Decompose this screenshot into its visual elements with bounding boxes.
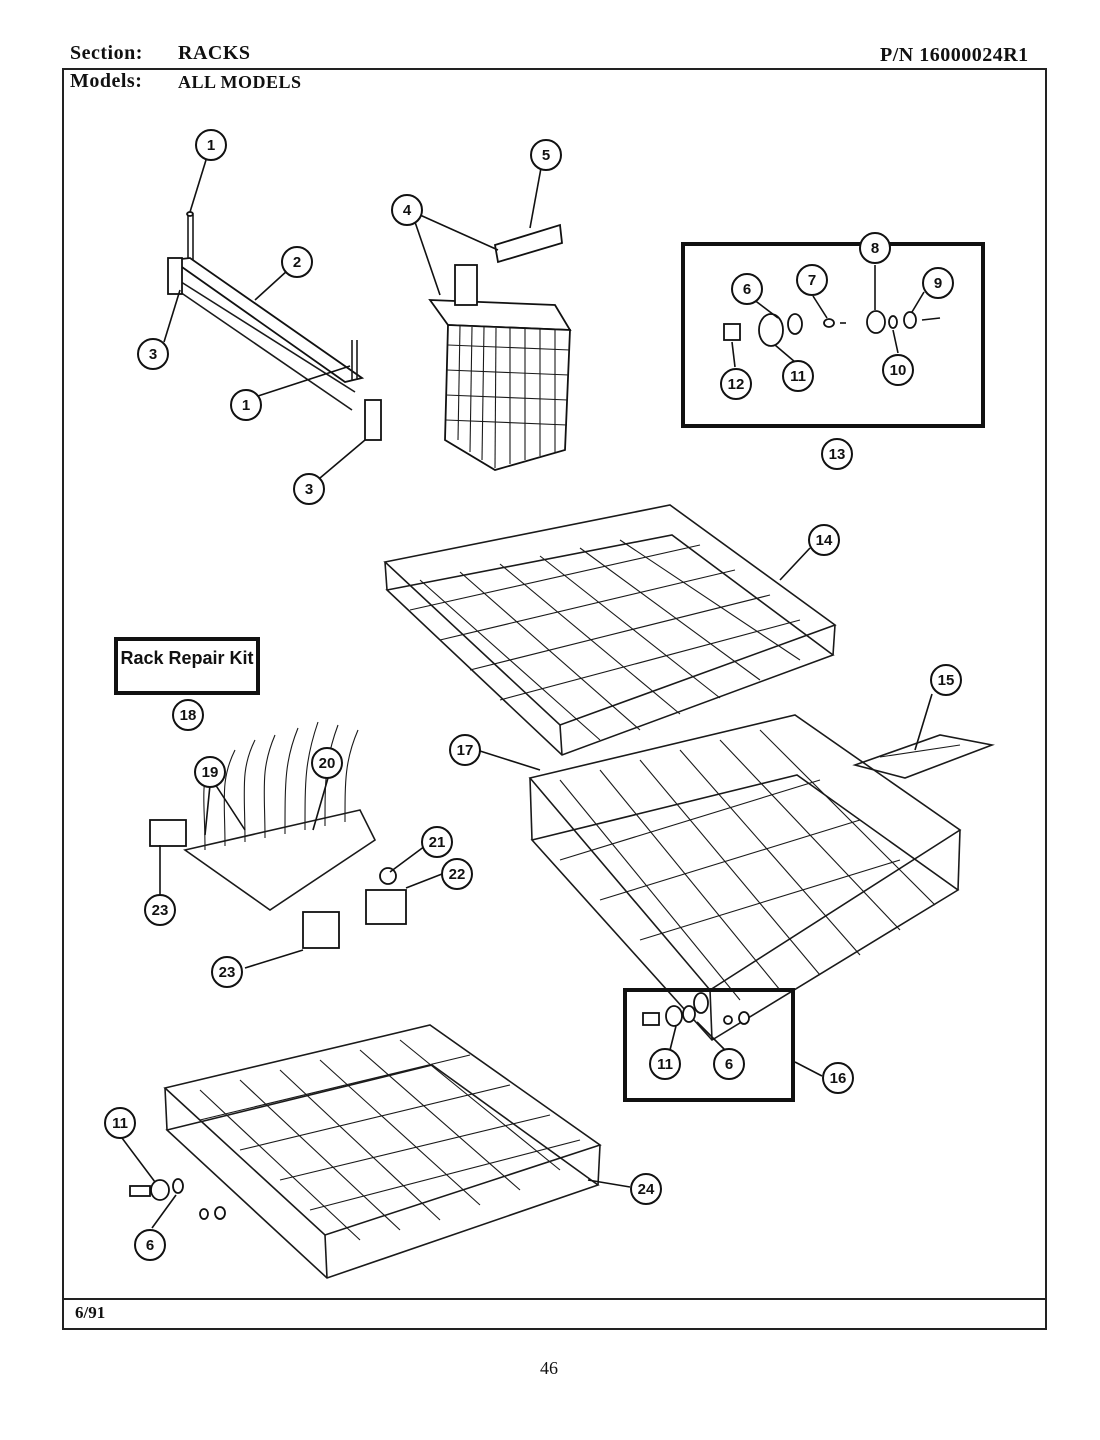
callout-number: 3	[305, 481, 313, 498]
callout-number: 6	[743, 281, 751, 298]
part-number: P/N 16000024R1	[880, 44, 1029, 66]
callout-number: 7	[808, 272, 816, 289]
callout-15: 15	[930, 664, 962, 696]
wheel-assembly-kit	[681, 242, 985, 428]
callout-number: 11	[657, 1056, 673, 1073]
callout-23: 23	[211, 956, 243, 988]
callout-number: 8	[871, 240, 879, 257]
callout-number: 3	[149, 346, 157, 363]
callout-6: 6	[731, 273, 763, 305]
callout-number: 1	[207, 137, 215, 154]
callout-number: 17	[457, 742, 474, 759]
callout-12: 12	[720, 368, 752, 400]
callout-2: 2	[281, 246, 313, 278]
callout-number: 14	[816, 532, 833, 549]
callout-13: 13	[821, 438, 853, 470]
callout-number: 10	[890, 362, 907, 379]
callout-16: 16	[822, 1062, 854, 1094]
callout-1: 1	[195, 129, 227, 161]
callout-7: 7	[796, 264, 828, 296]
callout-number: 6	[725, 1056, 733, 1073]
callout-22: 22	[441, 858, 473, 890]
callout-11: 11	[782, 360, 814, 392]
callout-14: 14	[808, 524, 840, 556]
callout-8: 8	[859, 232, 891, 264]
callout-3: 3	[137, 338, 169, 370]
callout-5: 5	[530, 139, 562, 171]
callout-number: 23	[152, 902, 169, 919]
rack-rail-assembly	[167, 211, 382, 441]
callout-number: 11	[790, 368, 806, 385]
callout-number: 5	[542, 147, 550, 164]
callout-19: 19	[194, 756, 226, 788]
callout-number: 18	[180, 707, 197, 724]
callout-4: 4	[391, 194, 423, 226]
footer-divider	[62, 1298, 1047, 1300]
callout-3: 3	[293, 473, 325, 505]
callout-1: 1	[230, 389, 262, 421]
callout-number: 13	[829, 446, 846, 463]
callout-11: 11	[649, 1048, 681, 1080]
revision-date: 6/91	[75, 1303, 106, 1322]
leader-lines	[121, 159, 933, 1229]
page-number: 46	[540, 1358, 558, 1378]
callout-9: 9	[922, 267, 954, 299]
lower-rack	[129, 1024, 602, 1279]
callout-number: 24	[638, 1181, 655, 1198]
callout-24: 24	[630, 1173, 662, 1205]
callout-number: 19	[202, 764, 219, 781]
callout-6: 6	[134, 1229, 166, 1261]
callout-number: 12	[728, 376, 745, 393]
callout-number: 22	[449, 866, 466, 883]
tine-row-assembly	[149, 721, 407, 949]
callout-number: 2	[293, 254, 301, 271]
callout-21: 21	[421, 826, 453, 858]
callout-11: 11	[104, 1107, 136, 1139]
callout-number: 4	[403, 202, 412, 219]
callout-17: 17	[449, 734, 481, 766]
callout-number: 21	[429, 834, 446, 851]
models-label: Models:	[70, 70, 143, 92]
callout-23: 23	[144, 894, 176, 926]
upper-rack	[383, 504, 837, 756]
callout-20: 20	[311, 747, 343, 779]
callout-number: 1	[242, 397, 250, 414]
callout-number: 6	[146, 1237, 154, 1254]
silverware-basket	[428, 223, 572, 471]
callout-6: 6	[713, 1048, 745, 1080]
callout-number: 20	[319, 755, 336, 772]
section-label: Section:	[70, 42, 143, 64]
rack-repair-kit-box: Rack Repair Kit	[114, 637, 260, 695]
callout-18: 18	[172, 699, 204, 731]
callout-number: 23	[219, 964, 236, 981]
diagram-frame	[62, 68, 1047, 1330]
callout-10: 10	[882, 354, 914, 386]
section-value: RACKS	[178, 42, 251, 64]
callout-number: 15	[938, 672, 955, 689]
callout-number: 11	[112, 1115, 128, 1132]
callout-number: 9	[934, 275, 942, 292]
rack-wheel-kit	[623, 988, 795, 1102]
models-value: ALL MODELS	[178, 72, 302, 92]
middle-rack	[528, 714, 995, 1042]
callout-number: 16	[830, 1070, 847, 1087]
